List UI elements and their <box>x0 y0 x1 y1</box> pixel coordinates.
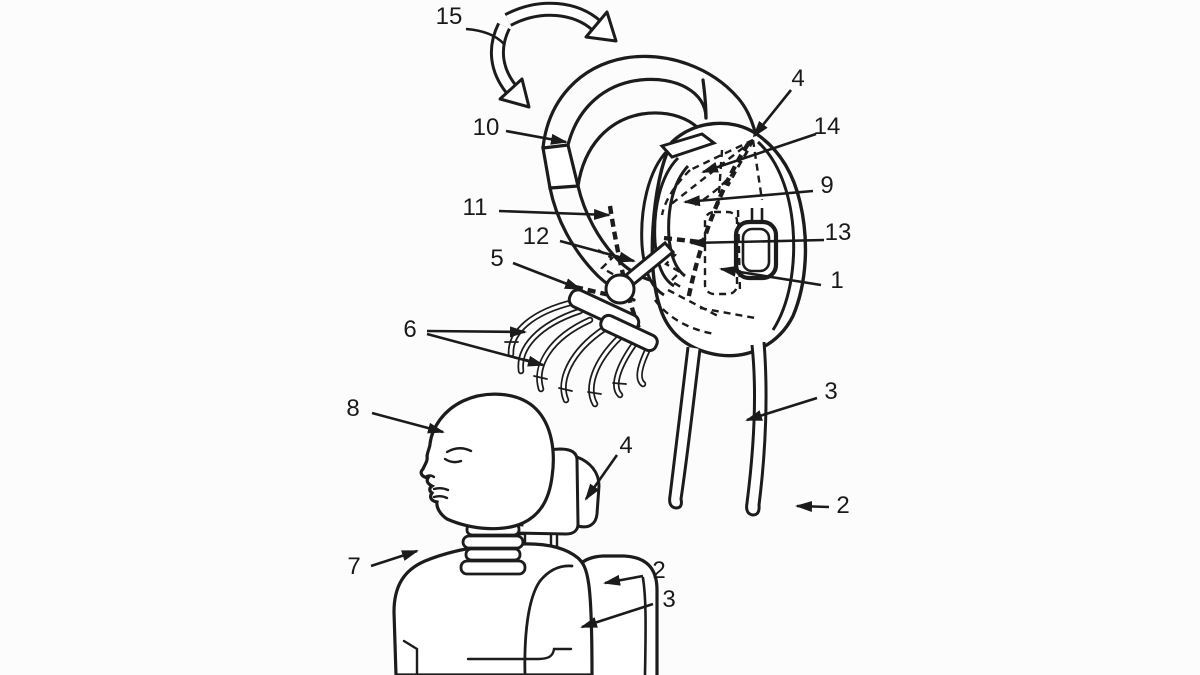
post-right <box>745 341 768 517</box>
leader-3-right <box>745 396 818 422</box>
ref-label-5: 5 <box>490 245 504 272</box>
arm-and-claw <box>504 240 676 408</box>
leader-2-bottom <box>603 574 644 586</box>
leader-9 <box>683 189 814 207</box>
ball-joint <box>604 273 636 305</box>
ref-label-4-mid: 4 <box>619 432 633 459</box>
leader-7 <box>370 549 419 568</box>
rotation-arrowhead-left <box>498 77 531 109</box>
nostril <box>423 474 436 479</box>
leader-8 <box>371 411 445 434</box>
ref-label-15: 15 <box>435 3 463 30</box>
leader-12 <box>559 239 636 263</box>
ref-label-3-bottom: 3 <box>662 586 676 613</box>
ref-label-9: 9 <box>820 172 834 199</box>
ref-label-8: 8 <box>346 395 360 422</box>
headrest-body-outline <box>650 121 808 358</box>
ref-label-7: 7 <box>347 553 361 580</box>
post-left <box>668 346 702 510</box>
leader-2-right <box>795 500 830 512</box>
leader-5 <box>512 261 582 291</box>
lower-lip <box>432 495 449 500</box>
closed-eye <box>445 447 473 454</box>
seat-and-dummy <box>392 392 659 675</box>
leader-1 <box>719 265 822 287</box>
leader-11 <box>498 208 611 220</box>
leader-lines <box>370 27 830 629</box>
leader-13 <box>689 237 825 249</box>
ref-label-11: 11 <box>462 194 488 221</box>
leader-4-top <box>752 89 793 138</box>
ref-label-2-bottom: 2 <box>652 557 666 584</box>
upper-lip <box>432 487 450 492</box>
ref-label-2-right: 2 <box>836 492 850 519</box>
top-flap <box>659 132 718 159</box>
claw-collar <box>567 288 659 353</box>
mount-ring <box>640 148 690 297</box>
leader-4-mid <box>584 454 619 501</box>
leader-14 <box>701 132 817 174</box>
dummy-face-features <box>423 447 473 500</box>
ref-label-1: 1 <box>830 267 844 294</box>
claw-fingers <box>504 298 653 408</box>
dummy-head <box>419 392 555 531</box>
ref-label-6: 6 <box>403 316 417 343</box>
ref-label-13: 13 <box>824 219 852 246</box>
leader-6b <box>426 332 545 367</box>
dummy-head-outline <box>419 392 555 531</box>
leader-3-bottom <box>580 602 654 629</box>
leader-15 <box>465 27 505 45</box>
rotation-arrow <box>489 1 618 109</box>
rotation-arrowhead-right <box>584 10 618 43</box>
ref-label-12: 12 <box>522 223 550 250</box>
headrest-posts <box>668 341 768 517</box>
ref-label-10: 10 <box>472 114 500 141</box>
latch-buckle <box>733 208 779 281</box>
leader-10 <box>505 129 568 145</box>
ref-label-4-top: 4 <box>791 65 805 92</box>
cushion-end-cap <box>541 143 581 190</box>
ref-label-3-right: 3 <box>824 378 838 405</box>
leader-6a <box>426 326 527 338</box>
ref-label-14: 14 <box>813 113 841 140</box>
